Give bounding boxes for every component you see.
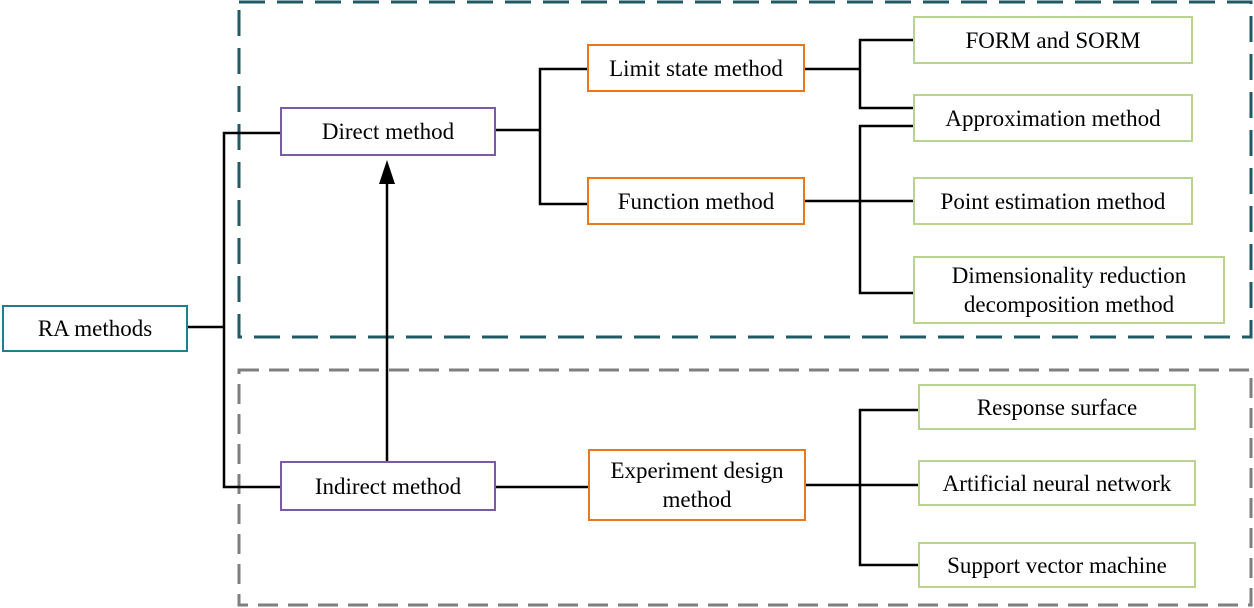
connector-function-branch [858, 124, 913, 295]
node-experiment-design-line2: method [662, 487, 732, 512]
node-dimensionality-line1: Dimensionality reduction [951, 263, 1187, 288]
node-function-method-label: Function method [617, 188, 775, 214]
node-approximation-method: Approximation method [913, 94, 1193, 142]
connector-direct-branch [538, 67, 587, 206]
node-indirect-method: Indirect method [280, 461, 496, 511]
arrowhead-icon [379, 160, 395, 184]
node-form-sorm-label: FORM and SORM [965, 27, 1141, 53]
node-ra-methods: RA methods [2, 305, 188, 352]
node-artificial-neural-network-label: Artificial neural network [942, 470, 1172, 496]
node-ra-methods-label: RA methods [37, 316, 153, 341]
connector-limit-state-branch [858, 38, 913, 110]
node-direct-method: Direct method [280, 107, 496, 156]
connectors [188, 38, 918, 567]
node-point-estimation-method-label: Point estimation method [940, 188, 1166, 214]
node-direct-method-label: Direct method [321, 119, 455, 144]
node-limit-state-method-label: Limit state method [609, 55, 783, 81]
node-indirect-method-label: Indirect method [314, 473, 462, 499]
node-form-sorm: FORM and SORM [913, 16, 1193, 64]
node-experiment-design-method: Experiment design method [588, 449, 806, 521]
node-dimensionality-reduction-method: Dimensionality reduction decomposition m… [913, 256, 1225, 324]
direct-method-group [237, 0, 1253, 339]
connector-experiment-branch [858, 408, 918, 567]
node-limit-state-method: Limit state method [587, 44, 805, 92]
connector-root-branch [222, 131, 280, 489]
node-support-vector-machine-label: Support vector machine [947, 552, 1167, 578]
node-point-estimation-method: Point estimation method [913, 177, 1193, 225]
node-support-vector-machine: Support vector machine [918, 542, 1196, 588]
node-approximation-method-label: Approximation method [945, 105, 1161, 131]
node-artificial-neural-network: Artificial neural network [918, 460, 1196, 506]
node-dimensionality-line2: decomposition method [963, 292, 1175, 317]
node-function-method: Function method [587, 177, 805, 225]
node-response-surface: Response surface [918, 384, 1196, 430]
node-experiment-design-line1: Experiment design [610, 458, 784, 483]
node-response-surface-label: Response surface [976, 394, 1138, 420]
